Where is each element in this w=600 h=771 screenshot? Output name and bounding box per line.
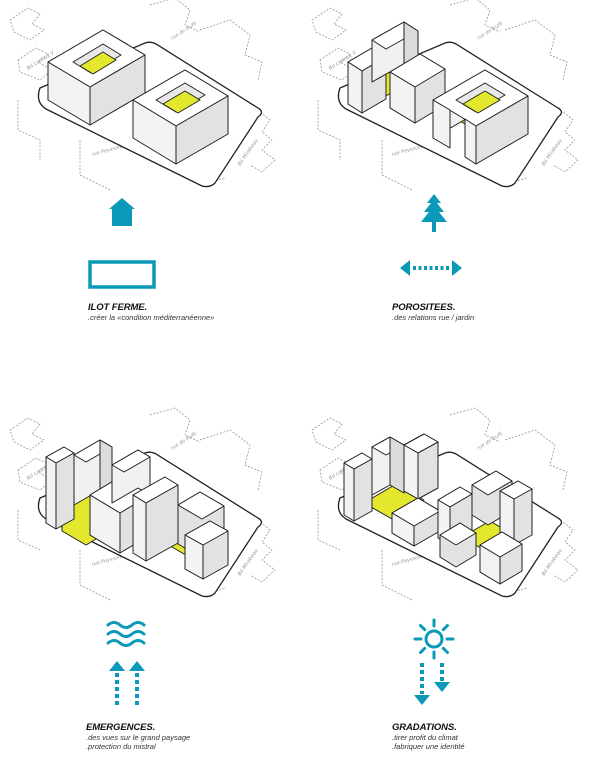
caption-line: .créer la «condition méditerranéenne» bbox=[88, 313, 215, 322]
up-arrows-icon bbox=[109, 661, 145, 705]
street-label-b: rue de Ruffi bbox=[170, 431, 198, 452]
caption-gradations: GRADATIONS. .tirer profit du climat .fab… bbox=[392, 722, 592, 751]
diagram-ilot-ferme: Bd Ledoux V rue de Ruffi rue Peyssonnel … bbox=[9, 0, 276, 191]
waves-icon bbox=[106, 621, 146, 647]
sun-icon bbox=[413, 618, 455, 660]
closed-rectangle-icon bbox=[88, 260, 156, 289]
caption-line: .fabriquer une identité bbox=[392, 742, 465, 751]
block-left-closed bbox=[47, 29, 146, 126]
caption-line: .tirer profit du climat bbox=[392, 733, 458, 742]
diagram-emergences: Bd Ledoux V rue de Ruffi rue Peyssonnel … bbox=[9, 407, 276, 601]
caption-title: GRADATIONS. bbox=[392, 722, 457, 733]
block-right-closed bbox=[132, 69, 229, 165]
caption-title: EMERGENCES. bbox=[86, 722, 156, 733]
diagram-porositees: Bd Ledoux V rue de Ruffi rue Peyssonnel … bbox=[311, 0, 579, 191]
caption-ilot-ferme: ILOT FERME. .créer la «condition méditer… bbox=[88, 302, 288, 322]
down-arrows-icon bbox=[414, 663, 450, 705]
dotted-arrow-icon bbox=[400, 260, 462, 276]
house-icon bbox=[109, 198, 135, 226]
panel-ilot-ferme: Bd Ledoux V rue de Ruffi rue Peyssonnel … bbox=[0, 0, 300, 385]
panel-porositees: Bd Ledoux V rue de Ruffi rue Peyssonnel … bbox=[300, 0, 600, 385]
street-label-b: rue de Ruffi bbox=[170, 21, 198, 42]
block-right-gradation bbox=[437, 470, 533, 585]
caption-line: .protection du mistral bbox=[86, 742, 156, 751]
caption-line: .des vues sur le grand paysage bbox=[86, 733, 191, 742]
caption-emergences: EMERGENCES. .des vues sur le grand paysa… bbox=[86, 722, 296, 751]
caption-porositees: POROSITEES. .des relations rue / jardin bbox=[392, 302, 592, 322]
caption-title: ILOT FERME. bbox=[88, 302, 148, 313]
street-label-b: rue de Ruffi bbox=[476, 21, 504, 42]
caption-line: .des relations rue / jardin bbox=[392, 313, 475, 322]
block-left-porous bbox=[347, 21, 446, 124]
block-left-emergence bbox=[45, 439, 151, 554]
panel-gradations: Bd Ledoux V rue de Ruffi rue Peyssonnel … bbox=[300, 385, 600, 771]
block-left-gradation bbox=[343, 433, 441, 547]
diagram-gradations: Bd Ledoux V rue de Ruffi rue Peyssonnel … bbox=[311, 407, 579, 601]
block-right-emergence bbox=[132, 476, 229, 580]
street-label-b: rue de Ruffi bbox=[476, 431, 504, 452]
street-label-d: Bd Mirabeau bbox=[541, 548, 564, 577]
block-right-porous bbox=[432, 69, 529, 165]
tree-icon bbox=[421, 194, 447, 232]
street-label-d: Bd Mirabeau bbox=[541, 138, 564, 167]
panel-emergences: Bd Ledoux V rue de Ruffi rue Peyssonnel … bbox=[0, 385, 300, 771]
caption-title: POROSITEES. bbox=[392, 302, 456, 313]
